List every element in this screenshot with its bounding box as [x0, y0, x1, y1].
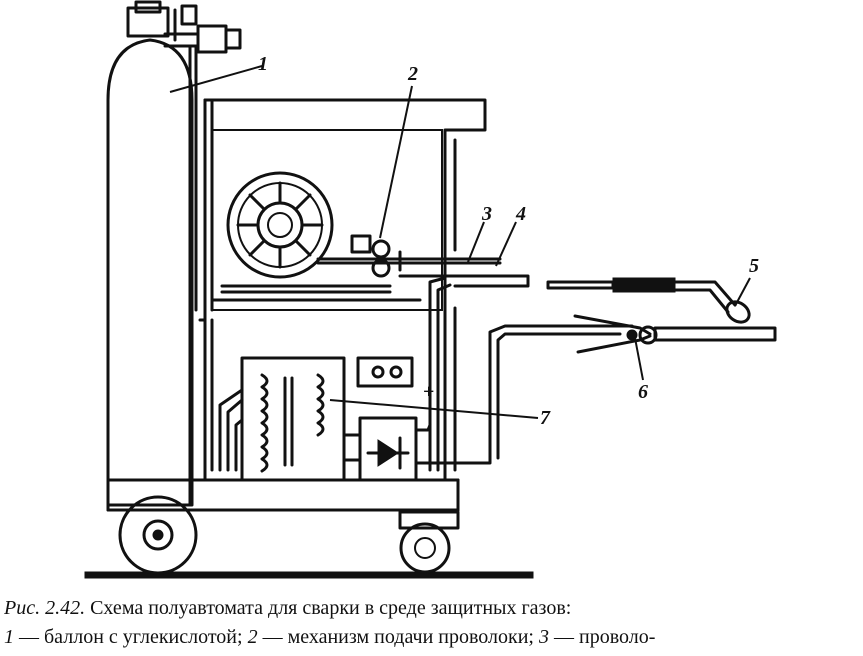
callout-4: 4	[515, 203, 526, 225]
caption-line-2: 1 — баллон с углекислотой; 2 — механизм …	[4, 623, 860, 652]
callout-1: 1	[258, 53, 268, 75]
callout-3: 3	[481, 203, 492, 225]
callout-6: 6	[638, 381, 648, 403]
wire-feed-mechanism	[316, 234, 502, 278]
callout-2: 2	[407, 63, 418, 85]
welding-machine-diagram: 1 2 3 4 5 6 7 +	[84, 0, 777, 579]
callout-5: 5	[749, 255, 759, 277]
polarity-plus-label: +	[423, 381, 434, 403]
leader-lines	[169, 65, 751, 419]
figure-number: Рис. 2.42.	[4, 597, 86, 619]
legend-text-3: — проволо-	[548, 626, 656, 648]
big-wheel	[118, 495, 198, 575]
control-box	[356, 356, 414, 388]
caption-title: Схема полуавтомата для сварки в среде за…	[90, 597, 572, 619]
wire-spool	[226, 171, 334, 279]
rectifier	[342, 416, 492, 482]
figure-caption: Рис. 2.42. Схема полуавтомата для сварки…	[4, 594, 860, 652]
gas-cylinder	[106, 0, 242, 507]
machine-housing	[198, 98, 487, 482]
legend-text-1: — баллон с углекислотой;	[14, 626, 248, 648]
caption-line-1: Рис. 2.42. Схема полуавтомата для сварки…	[4, 594, 860, 623]
transformer	[218, 356, 346, 482]
legend-text-2: — механизм подачи проволоки;	[257, 626, 539, 648]
floor-line	[84, 571, 534, 579]
callout-7: 7	[540, 407, 551, 429]
torch-hose	[398, 274, 530, 472]
workpiece	[653, 326, 777, 342]
legend-num-2: 2	[247, 626, 258, 648]
legend-num-3: 3	[538, 626, 549, 648]
ground-clamp	[488, 314, 658, 460]
castor-wheel	[398, 510, 460, 574]
legend-num-1: 1	[4, 626, 14, 648]
welding-torch	[546, 277, 751, 324]
